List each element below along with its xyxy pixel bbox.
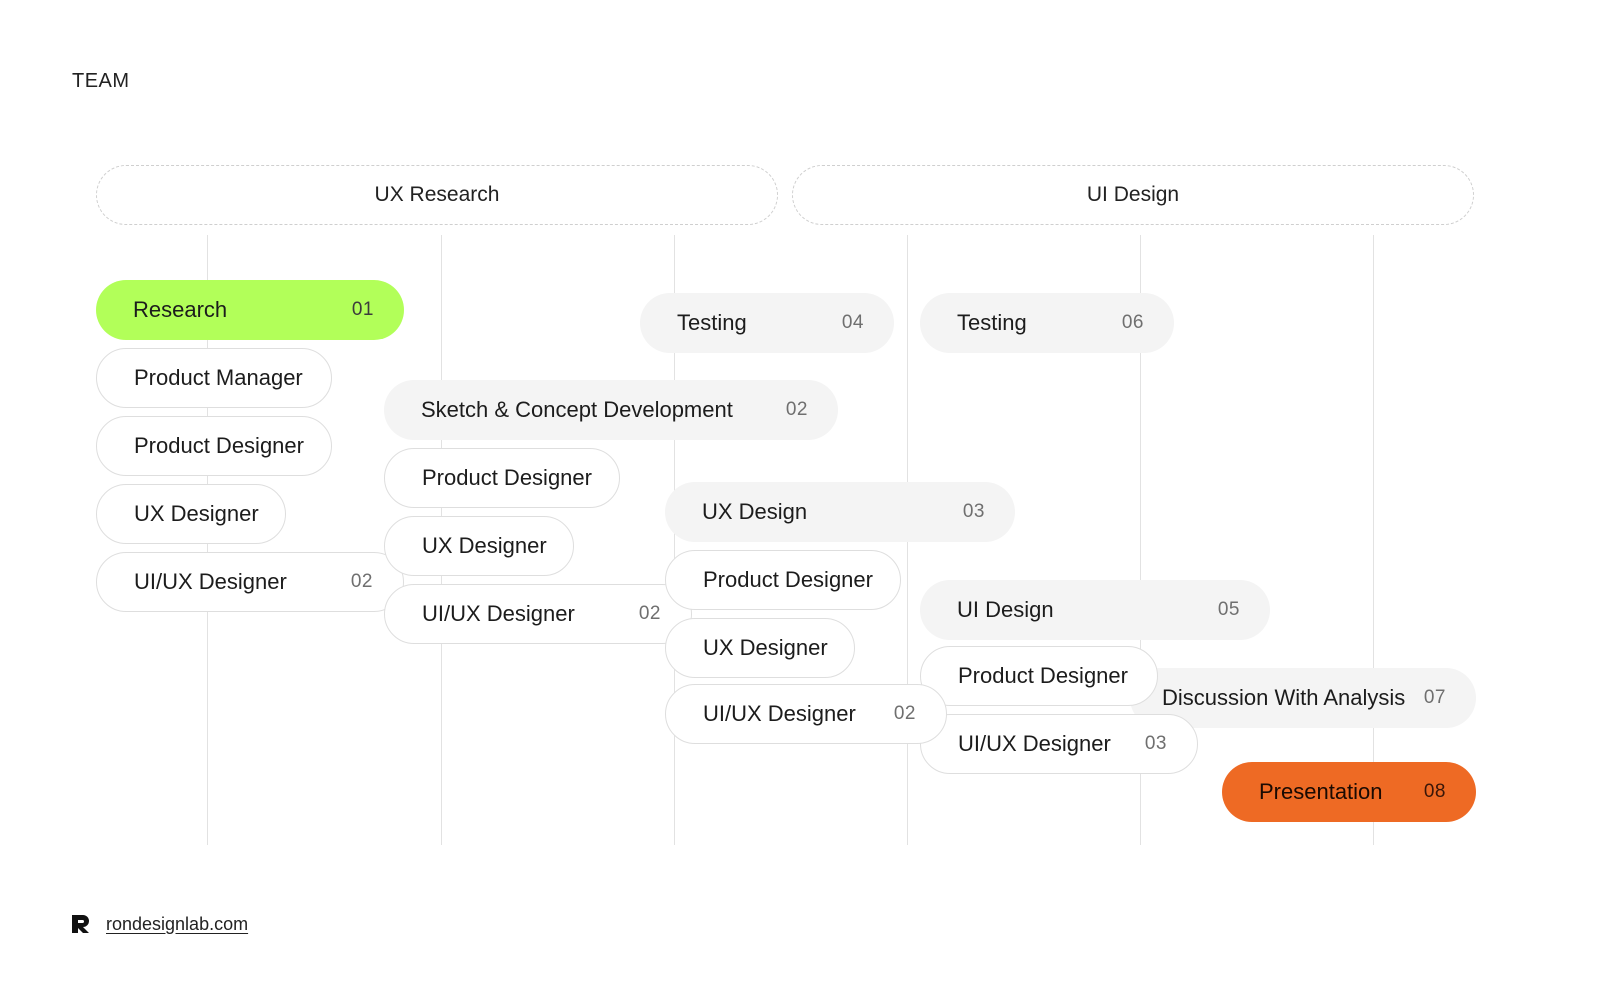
- stage-sketch: Sketch & Concept Development 02: [384, 380, 838, 440]
- stage-ux-design: UX Design 03: [665, 482, 1015, 542]
- role-label: UI/UX Designer: [958, 731, 1111, 756]
- stage-testing-06: Testing 06: [920, 293, 1174, 353]
- grid-line: [1373, 235, 1374, 845]
- stage-number: 07: [1423, 687, 1446, 708]
- role-label: UX Designer: [703, 635, 828, 660]
- team-member: UI/UX Designer 02: [384, 584, 692, 644]
- website-link[interactable]: rondesignlab.com: [106, 913, 249, 934]
- stage-number: 04: [841, 312, 864, 333]
- team-member: UX Designer: [384, 516, 574, 576]
- team-member: Product Designer: [384, 448, 620, 508]
- role-label: Product Designer: [134, 433, 304, 458]
- page-title: TEAM: [72, 70, 130, 92]
- stage-label: Presentation: [1259, 779, 1383, 804]
- role-count: 02: [638, 603, 661, 624]
- footer: rondesignlab.com: [70, 913, 248, 935]
- role-label: UX Designer: [422, 533, 547, 558]
- role-label: UX Designer: [134, 501, 259, 526]
- stage-ui-design: UI Design 05: [920, 580, 1270, 640]
- role-count: 02: [350, 571, 373, 592]
- role-count: 03: [1144, 733, 1167, 754]
- phase-ui-design: UI Design: [792, 165, 1474, 225]
- team-member: UI/UX Designer 02: [96, 552, 404, 612]
- stage-number: 05: [1217, 599, 1240, 620]
- grid-line: [1140, 235, 1141, 845]
- role-count: 02: [893, 703, 916, 724]
- stage-label: Testing: [677, 310, 747, 335]
- team-member: UI/UX Designer 03: [920, 714, 1198, 774]
- team-member: UX Designer: [96, 484, 286, 544]
- stage-label: Sketch & Concept Development: [421, 397, 733, 422]
- role-label: UI/UX Designer: [134, 569, 287, 594]
- stage-presentation: Presentation 08: [1222, 762, 1476, 822]
- role-label: UI/UX Designer: [422, 601, 575, 626]
- stage-discussion: Discussion With Analysis 07: [1130, 668, 1476, 728]
- stage-number: 08: [1423, 781, 1446, 802]
- team-member: Product Designer: [96, 416, 332, 476]
- stage-number: 06: [1121, 312, 1144, 333]
- team-member: UI/UX Designer 02: [665, 684, 947, 744]
- grid-line: [674, 235, 675, 845]
- stage-testing-04: Testing 04: [640, 293, 894, 353]
- role-label: Product Designer: [958, 663, 1128, 688]
- role-label: Product Manager: [134, 365, 303, 390]
- role-label: Product Designer: [422, 465, 592, 490]
- team-member: Product Designer: [665, 550, 901, 610]
- phase-ux-research: UX Research: [96, 165, 778, 225]
- stage-number: 01: [351, 299, 374, 320]
- stage-label: UX Design: [702, 499, 808, 524]
- stage-number: 03: [962, 501, 985, 522]
- stage-label: Discussion With Analysis: [1162, 685, 1406, 710]
- role-label: UI/UX Designer: [703, 701, 856, 726]
- stage-research: Research 01: [96, 280, 404, 340]
- team-member: UX Designer: [665, 618, 855, 678]
- stage-number: 02: [785, 399, 808, 420]
- logo-icon: [72, 915, 89, 933]
- stage-label: Research: [133, 297, 228, 322]
- team-member: Product Designer: [920, 646, 1158, 706]
- role-label: Product Designer: [703, 567, 873, 592]
- stage-label: UI Design: [957, 597, 1054, 622]
- team-member: Product Manager: [96, 348, 332, 408]
- stage-label: Testing: [957, 310, 1027, 335]
